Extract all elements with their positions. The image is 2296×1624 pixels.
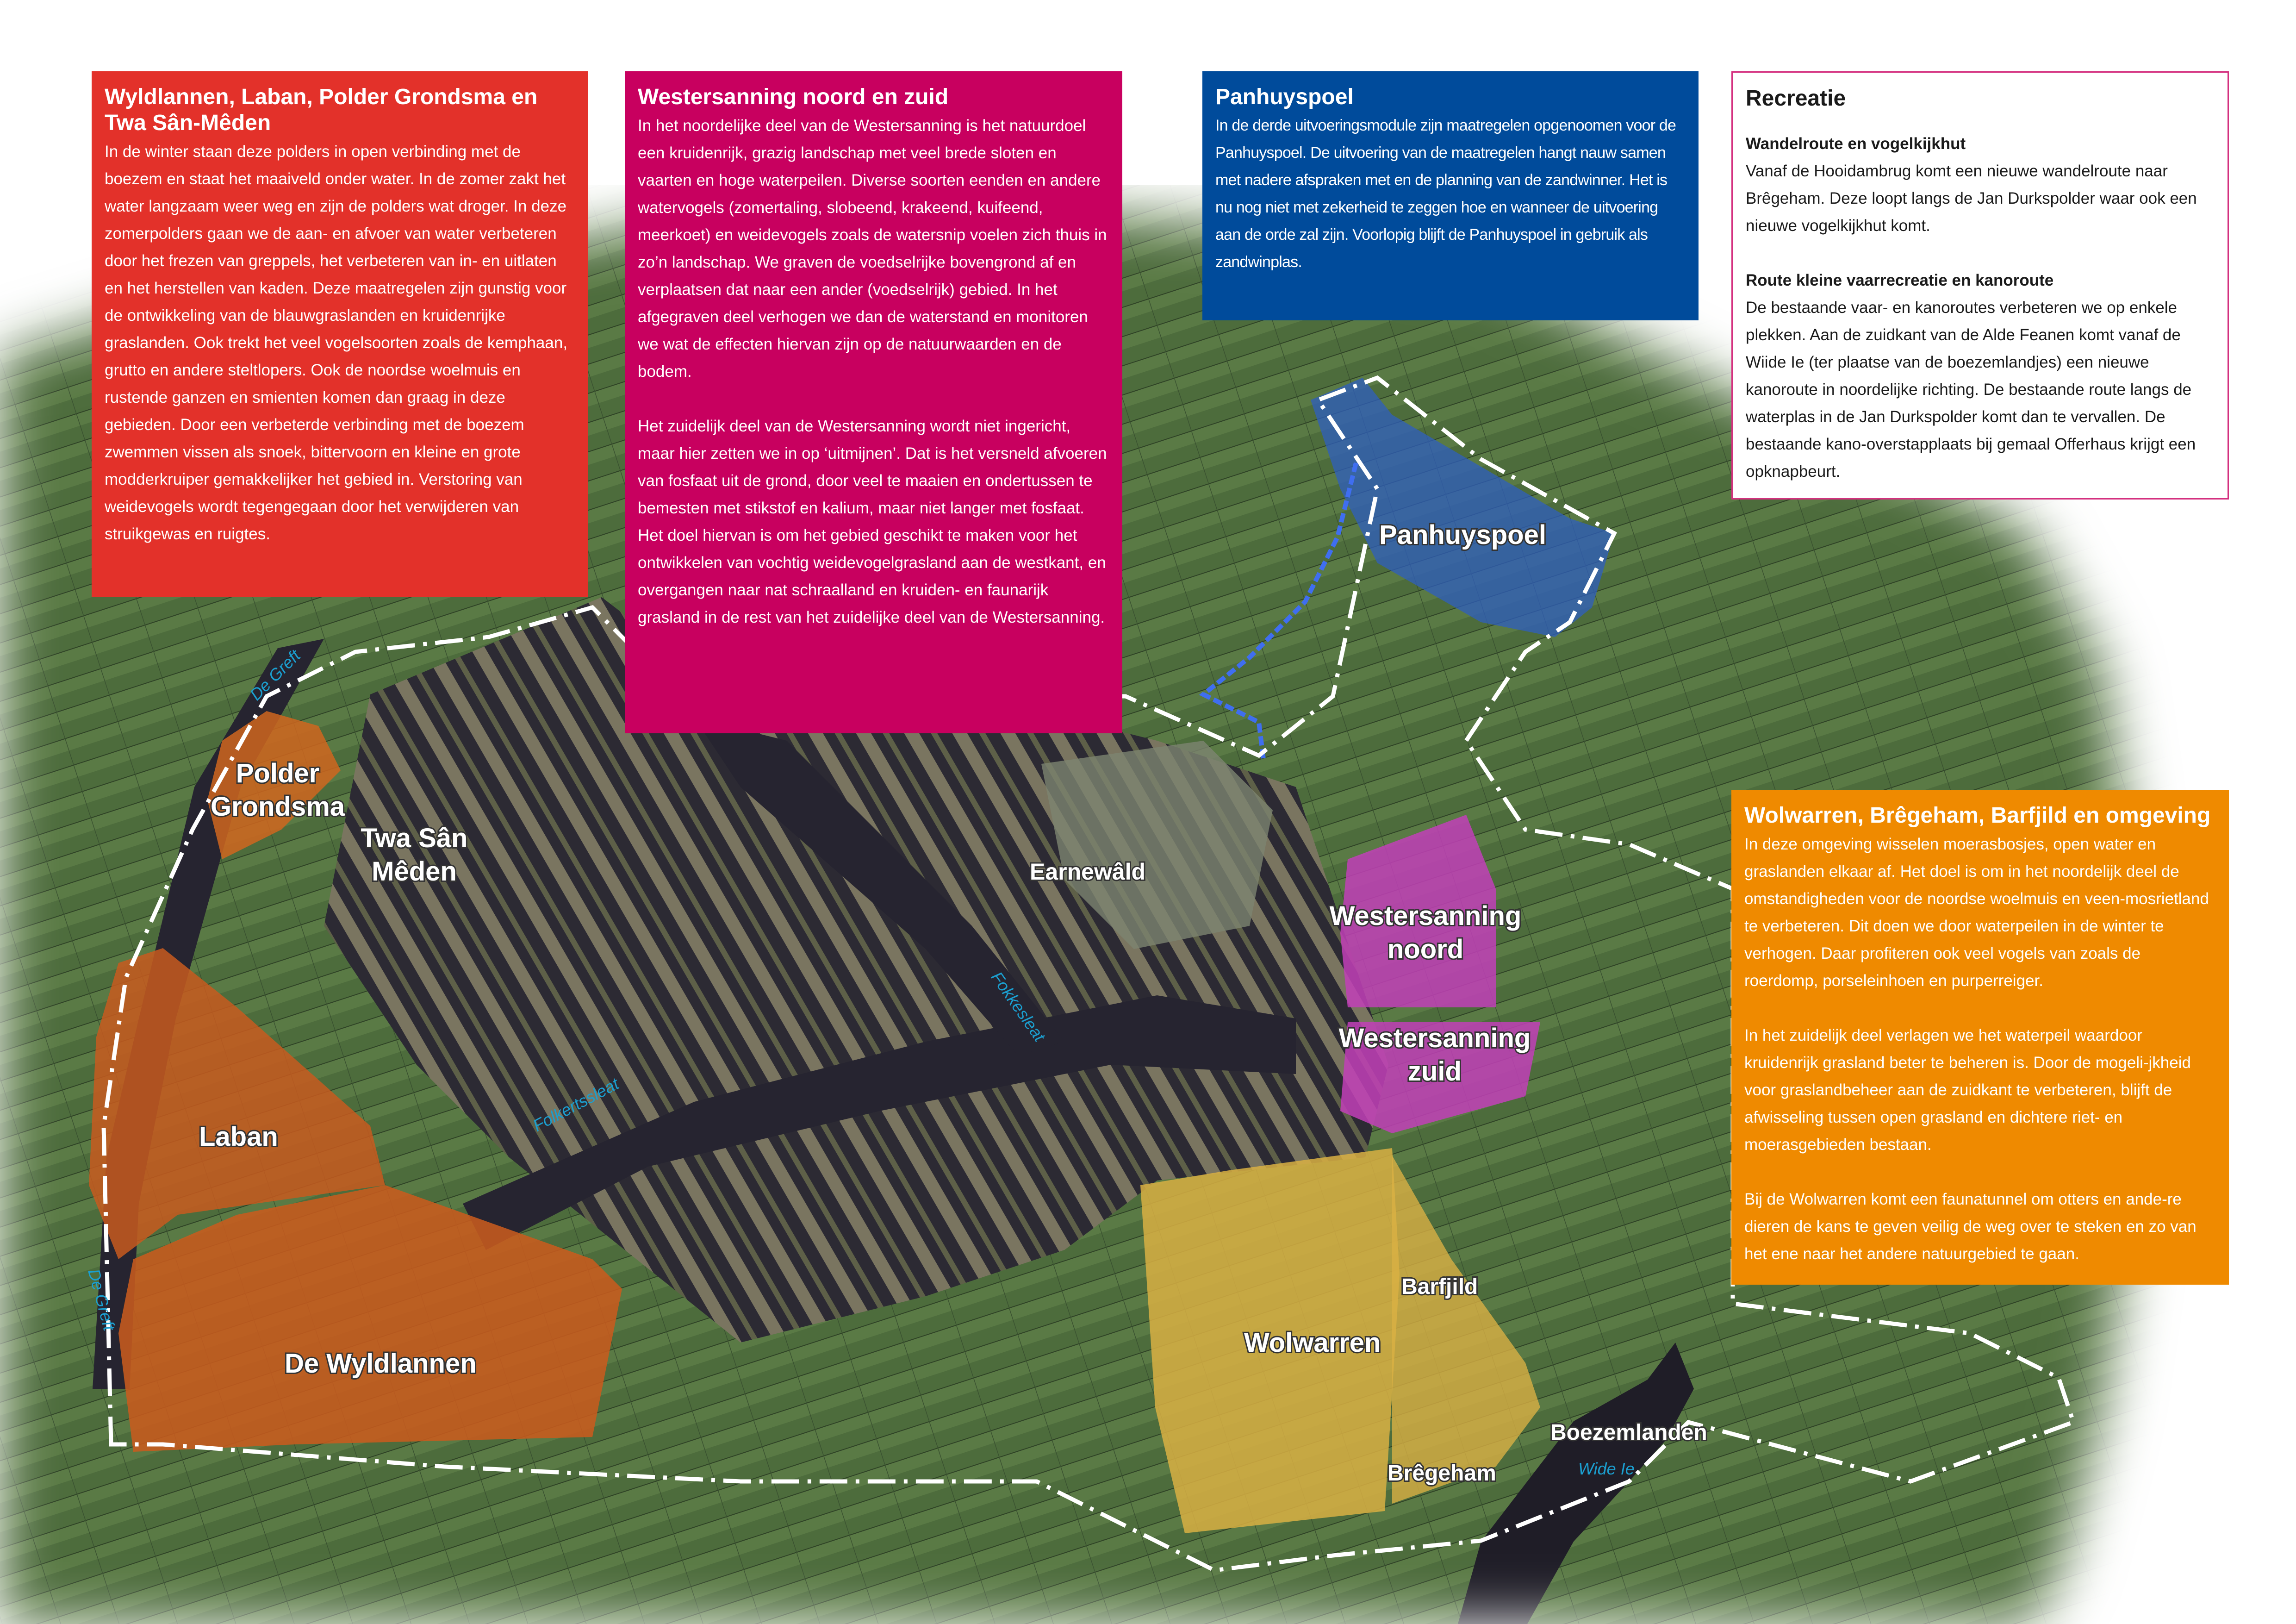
area-de-wyldlannen — [118, 1185, 622, 1452]
box-paragraph: In de derde uitvoeringsmodule zijn maatr… — [1215, 117, 1676, 271]
map-label-de-wyldlannen: De Wyldlannen — [285, 1349, 477, 1379]
map-label-boezemlanden: Boezemlanden — [1550, 1420, 1707, 1445]
map-label-wolwarren: Wolwarren — [1244, 1328, 1381, 1358]
area-westersanning-zuid — [1340, 1022, 1540, 1133]
info-box-recreatie: Recreatie Wandelroute en vogelkijkhut Va… — [1731, 71, 2229, 500]
box-paragraph: In deze omgeving wisselen moerasbosjes, … — [1744, 835, 2209, 990]
area-polder-grondsma — [207, 711, 341, 859]
area-wolwarren — [1140, 1148, 1400, 1533]
west-channel — [93, 639, 324, 1389]
info-box-wolwarren: Wolwarren, Brêgeham, Barfjild en omgevin… — [1731, 790, 2229, 1285]
box-paragraph: Bij de Wolwarren komt een faunatunnel om… — [1744, 1190, 2196, 1263]
section-text: Vanaf de Hooidambrug komt een nieuwe wan… — [1746, 162, 2197, 235]
section-kanoroute: Route kleine vaarrecreatie en kanoroute … — [1746, 267, 2215, 485]
main-river — [463, 995, 1296, 1250]
fokkesleat-channel — [694, 718, 1064, 1056]
project-boundary — [101, 375, 2076, 1573]
area-barfjild — [1392, 1156, 1540, 1504]
section-text: De bestaande vaar- en kanoroutes verbete… — [1746, 299, 2196, 481]
map-label-earnewald: Earnewâld — [1030, 859, 1145, 885]
box-title: Wolwarren, Brêgeham, Barfjild en omgevin… — [1744, 803, 2211, 828]
map-label-panhuyspoel: Panhuyspoel — [1379, 520, 1546, 550]
info-box-panhuyspoel: Panhuyspoel In de derde uitvoeringsmodul… — [1202, 71, 1699, 320]
info-box-wyldlannen: Wyldlannen, Laban, Polder Grondsma en Tw… — [92, 71, 588, 597]
area-laban — [89, 948, 385, 1259]
box-title: Wyldlannen, Laban, Polder Grondsma en Tw… — [105, 85, 538, 135]
route-blue-dashed — [1199, 462, 1358, 760]
box-paragraph: In het zuidelijk deel verlagen we het wa… — [1744, 1026, 2191, 1154]
wide-ie-lake — [1458, 1343, 1694, 1624]
box-paragraph: In het noordelijke deel van de Westersan… — [638, 117, 1107, 381]
box-title: Westersanning noord en zuid — [638, 85, 949, 109]
info-box-westersanning: Westersanning noord en zuid In het noord… — [625, 71, 1122, 733]
section-wandelroute: Wandelroute en vogelkijkhut Vanaf de Hoo… — [1746, 130, 2215, 239]
box-title: Recreatie — [1746, 86, 1846, 111]
area-westersanning-noord — [1340, 815, 1496, 1007]
section-heading: Wandelroute en vogelkijkhut — [1746, 135, 1966, 153]
box-paragraph: In de winter staan deze polders in open … — [105, 143, 568, 543]
village-earnewald — [1041, 741, 1273, 949]
map-label-laban: Laban — [199, 1122, 278, 1152]
map-label-bregeham: Brêgeham — [1388, 1461, 1496, 1486]
box-title: Panhuyspoel — [1215, 85, 1354, 109]
water-label-wide-ie: Wide Ie — [1578, 1459, 1635, 1478]
box-paragraph: Het zuidelijk deel van de Westersanning … — [638, 417, 1107, 626]
map-label-barfjild: Barfjild — [1401, 1274, 1478, 1299]
area-panhuyspoel — [1311, 378, 1614, 637]
section-heading: Route kleine vaarrecreatie en kanoroute — [1746, 271, 2054, 289]
